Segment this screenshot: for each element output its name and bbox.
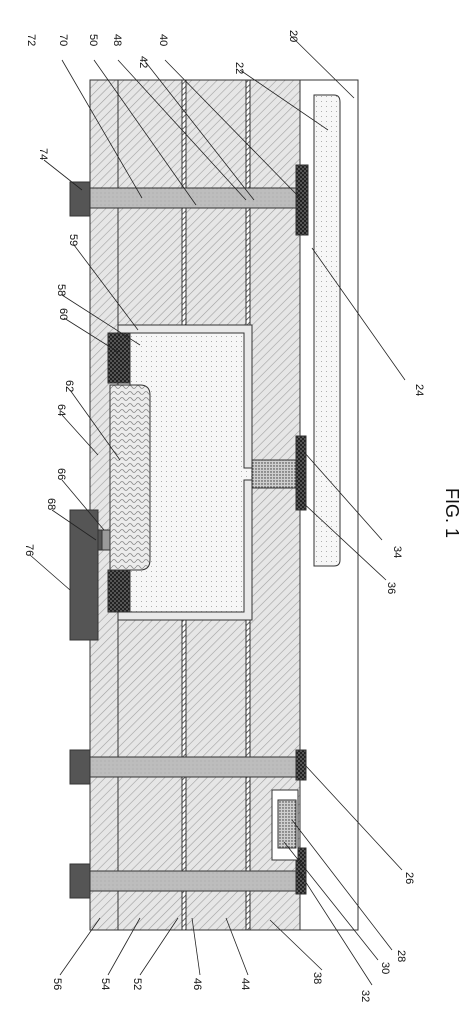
label-42: 42	[137, 56, 149, 68]
label-72: 72	[25, 34, 37, 46]
contact-34	[295, 435, 307, 511]
label-22: 22	[233, 62, 245, 74]
label-52: 52	[131, 978, 143, 990]
contact-top-40	[295, 164, 309, 236]
label-28: 28	[395, 950, 407, 962]
label-24: 24	[413, 384, 425, 396]
label-54: 54	[99, 978, 111, 990]
leader-lines	[29, 34, 406, 986]
via-stack-bottom	[89, 870, 299, 892]
label-40: 40	[157, 34, 169, 46]
implant-region-22	[313, 94, 341, 567]
layer-38	[249, 79, 301, 931]
label-59: 59	[67, 234, 79, 246]
electrode-60-top	[107, 332, 131, 384]
label-30: 30	[379, 962, 391, 974]
pad-bottom	[69, 863, 91, 899]
element-30	[277, 799, 297, 849]
contact-32	[295, 847, 307, 895]
label-70: 70	[57, 34, 69, 46]
label-38: 38	[311, 972, 323, 984]
reference-labels: 20 22 24 26 28 30 32 34 36 38 40 42 44 4…	[23, 30, 425, 1002]
label-44: 44	[239, 978, 251, 990]
label-20: 20	[287, 30, 299, 42]
via-stack-mid	[89, 756, 299, 778]
label-60: 60	[57, 308, 69, 320]
label-32: 32	[359, 990, 371, 1002]
label-58: 58	[55, 284, 67, 296]
label-26: 26	[403, 872, 415, 884]
electrode-60-bottom	[107, 569, 131, 613]
label-46: 46	[191, 978, 203, 990]
label-50: 50	[87, 34, 99, 46]
label-64: 64	[55, 404, 67, 416]
figure-caption: FIG. 1	[442, 488, 462, 538]
label-36: 36	[385, 582, 397, 594]
label-68: 68	[45, 498, 57, 510]
label-34: 34	[391, 546, 403, 558]
label-66: 66	[55, 468, 67, 480]
label-62: 62	[63, 380, 75, 392]
label-48: 48	[111, 34, 123, 46]
contact-26	[295, 749, 307, 781]
pad-76	[69, 509, 99, 641]
label-76: 76	[23, 544, 35, 556]
via-stack-top	[89, 187, 299, 209]
pad-74	[69, 181, 91, 217]
label-56: 56	[51, 978, 63, 990]
via-36	[251, 459, 299, 489]
membrane-62	[109, 384, 151, 571]
pad-mid	[69, 749, 91, 785]
label-74: 74	[37, 148, 49, 160]
